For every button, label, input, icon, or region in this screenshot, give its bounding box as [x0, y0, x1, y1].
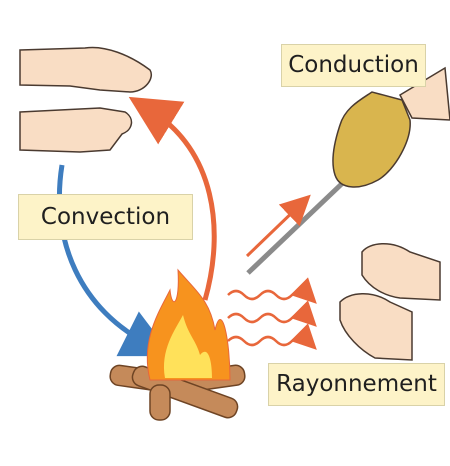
radiation-wave: [227, 277, 317, 304]
campfire-icon: [109, 268, 246, 421]
radiation-wave: [227, 300, 317, 327]
flame-inner: [164, 315, 212, 378]
convection-label: Convection: [18, 194, 193, 240]
conduction-label: Conduction: [281, 44, 426, 87]
conduction-arrow: [245, 194, 311, 258]
rayonnement-label: Rayonnement: [268, 363, 445, 406]
convection-warm-arrow: [128, 96, 217, 301]
gloved-hand-icon: [332, 66, 450, 188]
warming-hands-icon: [339, 243, 441, 361]
convection-cool-arrow: [56, 164, 173, 357]
hands-over-fire-icon: [19, 46, 152, 153]
radiation-wave: [227, 323, 317, 350]
